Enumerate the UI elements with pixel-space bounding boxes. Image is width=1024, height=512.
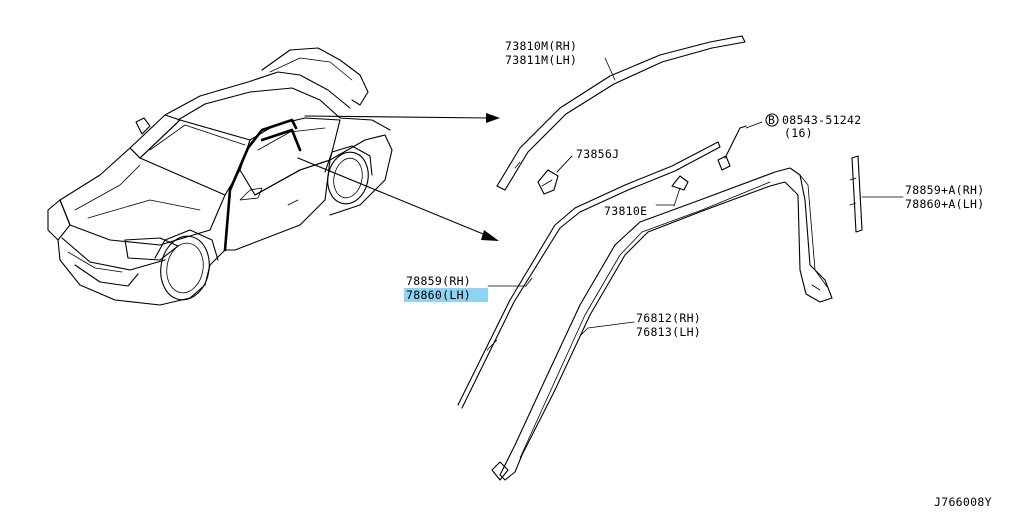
diagram-code: J766008Y xyxy=(934,495,992,509)
a-pillar-highlight xyxy=(246,118,298,150)
label-clip: 73856J xyxy=(576,147,619,161)
label-highlight xyxy=(404,288,488,302)
seal-strip-part xyxy=(457,141,721,409)
pillar-garnish-part xyxy=(491,167,833,481)
label-garnish-rh: 76812(RH) xyxy=(636,311,701,325)
label-bolt-qty: (16) xyxy=(784,126,813,140)
label-garnish-lh: 76813(LH) xyxy=(636,325,701,339)
car-illustration xyxy=(47,47,393,306)
label-seal-lh: 78860(LH) xyxy=(406,288,471,302)
label-seal-rh: 78859(RH) xyxy=(406,274,471,288)
fastener-part xyxy=(671,175,689,207)
label-bolt-number: 08543-51242 xyxy=(782,113,861,127)
label-seal-a-rh: 78859+A(RH) xyxy=(905,183,984,197)
roof-molding-part xyxy=(496,35,746,191)
labels: 73810M(RH) 73811M(LH) 73856J B 08543-512… xyxy=(404,39,992,509)
arrow-to-roof-molding xyxy=(304,113,500,123)
label-fastener: 73810E xyxy=(604,204,647,218)
bolt-part xyxy=(717,113,779,171)
label-bolt-circle: B xyxy=(768,113,775,127)
label-roof-molding-rh: 73810M(RH) xyxy=(505,39,577,53)
label-seal-a-lh: 78860+A(LH) xyxy=(905,197,984,211)
leader-lines xyxy=(487,155,675,337)
seal-bracket-part xyxy=(849,155,904,233)
arrow-to-pillar-parts xyxy=(297,157,499,241)
label-roof-molding-lh: 73811M(LH) xyxy=(505,53,577,67)
